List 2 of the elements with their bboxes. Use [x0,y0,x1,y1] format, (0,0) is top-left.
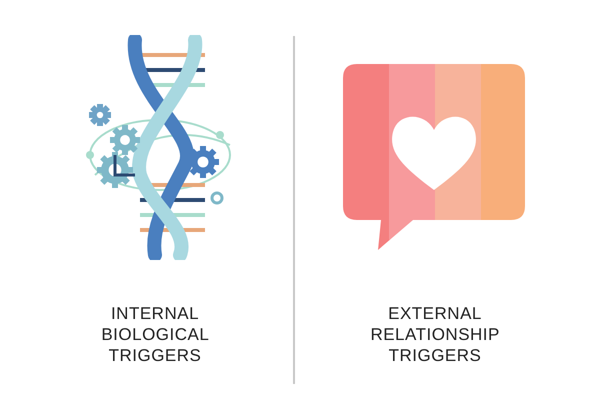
caption: INTERNAL BIOLOGICAL TRIGGERS [101,303,209,366]
caption: EXTERNAL RELATIONSHIP TRIGGERS [370,303,500,366]
